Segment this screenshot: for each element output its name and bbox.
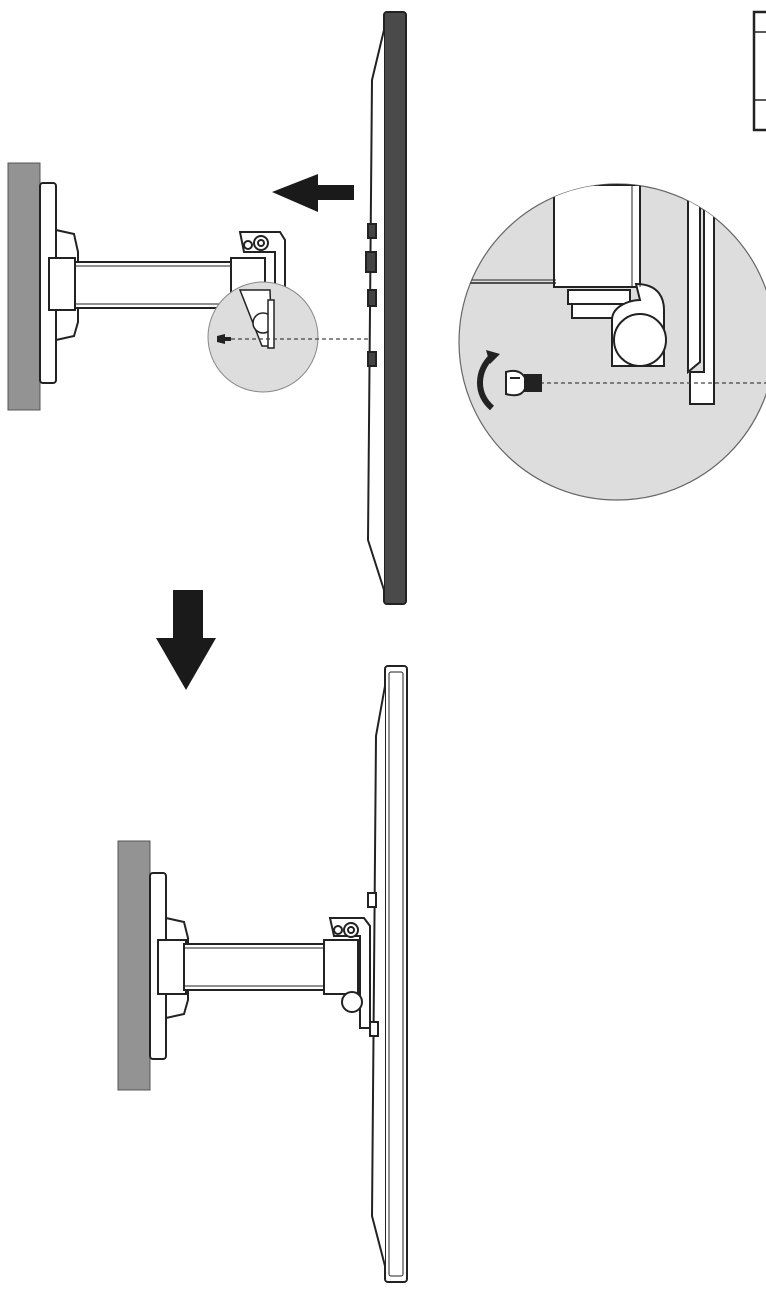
step-mounted [117, 665, 408, 1283]
screw-icon [217, 334, 231, 344]
rotate-clockwise-icon [477, 350, 500, 411]
vesa-bracket-icon [328, 917, 371, 1029]
arm-tube-icon [183, 939, 359, 995]
monitor-side-icon [365, 11, 407, 605]
down-arrow-icon [156, 590, 216, 690]
move-left-arrow-icon [272, 174, 354, 212]
wall-icon [7, 162, 41, 411]
partial-box-icon [752, 10, 766, 132]
detail-zoom [458, 183, 766, 501]
wall-plate-icon [39, 182, 79, 384]
wall-plate-icon [149, 872, 189, 1060]
monitor-side-icon [367, 665, 408, 1283]
screw-icon [505, 370, 542, 397]
magnifier-circle-icon [207, 281, 372, 393]
wall-icon [117, 840, 151, 1091]
step-attach [7, 11, 407, 605]
